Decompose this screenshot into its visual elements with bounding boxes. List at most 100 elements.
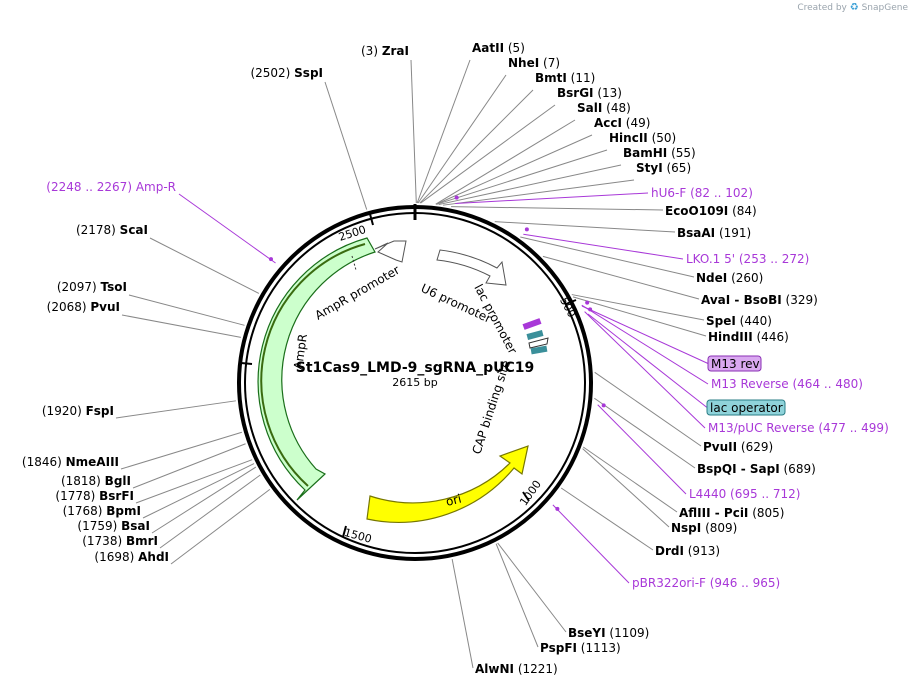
site-label-nhei: NheI (7)	[508, 56, 560, 70]
site-pos-tsoi: (2097)	[57, 280, 101, 294]
site-label-ecoo109i: EcoO109I (84)	[665, 204, 757, 218]
plasmid-center-info: St1Cas9_LMD-9_sgRNA_pUC19 2615 bp	[296, 360, 534, 389]
site-name-tsoi: TsoI	[101, 280, 127, 294]
site-name-styi: StyI	[636, 161, 663, 175]
site-label-scai: (2178) ScaI	[76, 223, 148, 237]
leader-bmti	[419, 89, 534, 204]
site-label-bgli: (1818) BglI	[61, 474, 131, 488]
primer-mark-hu6-f	[454, 195, 459, 200]
site-label-alwni: AlwNI (1221)	[475, 662, 558, 676]
site-pos-ndei: (260)	[727, 271, 763, 285]
tick-1000	[522, 491, 530, 502]
leader-ndei	[520, 236, 695, 278]
boxed-label-bg-m13-rev	[707, 355, 762, 372]
leader-pspfi	[495, 543, 539, 648]
site-name-bsai: BsaI	[121, 519, 150, 533]
site-pos-bseyi: (1109)	[606, 626, 650, 640]
site-pos-fspi: (1920)	[42, 404, 86, 418]
primer-leader-hu6-f	[455, 192, 649, 204]
snapgene-logo-icon: ♻	[849, 2, 859, 13]
tick-label-1000: 1000	[517, 478, 544, 508]
site-name-hindiii: HindIII	[708, 330, 753, 344]
site-name-sspi: SspI	[294, 66, 323, 80]
site-pos-hincii: (50)	[648, 131, 676, 145]
site-label-fspi: (1920) FspI	[42, 404, 114, 418]
site-pos-hindiii: (446)	[753, 330, 789, 344]
site-pos-acci: (49)	[622, 116, 650, 130]
site-pos-sali: (48)	[602, 101, 630, 115]
created-by-credit: Created by ♻ SnapGene	[797, 2, 908, 13]
primer-label-amp-r: (2248 .. 2267) Amp-R	[46, 180, 176, 194]
site-label-nspi: NspI (809)	[671, 521, 737, 535]
site-pos-alwni: (1221)	[514, 662, 558, 676]
leader-nspi	[582, 448, 670, 528]
site-name-hincii: HincII	[609, 131, 648, 145]
primer-mark-l4440	[601, 403, 606, 408]
primer-mark-lko-1-5	[524, 227, 529, 232]
site-name-scai: ScaI	[120, 223, 148, 237]
primer-mark-amp-r	[268, 257, 273, 262]
site-pos-spei: (440)	[736, 314, 772, 328]
boxed-leader-lac-operator	[587, 313, 708, 408]
site-label-sali: SalI (48)	[577, 101, 631, 115]
leader-styi	[442, 179, 635, 206]
site-name-sali: SalI	[577, 101, 602, 115]
site-name-pspfi: PspFI	[540, 641, 577, 655]
site-name-fspi: FspI	[86, 404, 114, 418]
site-name-aatii: AatII	[472, 41, 504, 55]
site-label-acci: AccI (49)	[594, 116, 650, 130]
leader-bsaai	[494, 221, 676, 233]
site-label-zrai: (3) ZraI	[361, 44, 409, 58]
tick-label-500: 500	[557, 295, 578, 320]
leader-pvuii	[594, 371, 702, 447]
site-label-hincii: HincII (50)	[609, 131, 676, 145]
site-name-nhei: NheI	[508, 56, 539, 70]
site-pos-aatii: (5)	[504, 41, 525, 55]
site-pos-nhei: (7)	[539, 56, 560, 70]
site-name-pvuii: PvuII	[703, 440, 737, 454]
site-name-bamhi: BamHI	[623, 146, 667, 160]
leader-ecoo109i	[451, 206, 664, 211]
site-pos-bspqi-sapi: (689)	[780, 462, 816, 476]
site-label-tsoi: (2097) TsoI	[57, 280, 127, 294]
leader-ahdi	[170, 489, 271, 565]
site-label-hindiii: HindIII (446)	[708, 330, 789, 344]
feature-ori-arrow	[366, 445, 529, 523]
site-name-spei: SpeI	[706, 314, 736, 328]
feature-ampr-arrow	[257, 237, 376, 501]
leader-bsrgi	[420, 104, 556, 204]
site-pos-bpmi: (1768)	[63, 504, 107, 518]
site-pos-bsrfi: (1778)	[55, 489, 99, 503]
site-label-bspqi-sapi: BspQI - SapI (689)	[697, 462, 816, 476]
boxed-leader-m13-rev	[581, 305, 709, 364]
leader-acci	[435, 134, 593, 205]
feature-lac-promoter-mark	[528, 337, 549, 349]
primer-mark-pbr322ori-f	[555, 506, 560, 511]
leader-zrai	[410, 59, 417, 204]
site-name-nspi: NspI	[671, 521, 701, 535]
primer-mark-m13-reverse	[585, 300, 590, 305]
primer-leader-m13-puc-reverse	[584, 311, 706, 429]
site-pos-ahdi: (1698)	[94, 550, 138, 564]
site-label-bsrgi: BsrGI (13)	[557, 86, 622, 100]
site-pos-styi: (65)	[663, 161, 691, 175]
primer-label-lko-1-5: LKO.1 5' (253 .. 272)	[686, 252, 809, 266]
feature-lac-operator-mark	[526, 330, 544, 340]
site-name-drdi: DrdI	[655, 544, 684, 558]
site-label-ahdi: (1698) AhdI	[94, 550, 169, 564]
site-name-bspqi-sapi: BspQI - SapI	[697, 462, 780, 476]
site-label-bamhi: BamHI (55)	[623, 146, 696, 160]
leader-afliii-pcii	[582, 446, 678, 513]
site-label-aatii: AatII (5)	[472, 41, 525, 55]
site-name-zrai: ZraI	[382, 44, 409, 58]
primer-leader-pbr322ori-f	[552, 504, 630, 584]
site-pos-bsai: (1759)	[77, 519, 121, 533]
site-labels: AatII (5)NheI (7)BmtI (11)BsrGI (13)SalI…	[22, 41, 889, 676]
site-name-bsaai: BsaAI	[677, 226, 715, 240]
site-pos-zrai: (3)	[361, 44, 382, 58]
primer-label-m13-puc-reverse: M13/pUC Reverse (477 .. 499)	[708, 421, 889, 435]
leader-pvui	[121, 314, 241, 338]
site-pos-pvuii: (629)	[737, 440, 773, 454]
site-pos-bsaai: (191)	[715, 226, 751, 240]
site-pos-pspfi: (1113)	[577, 641, 621, 655]
